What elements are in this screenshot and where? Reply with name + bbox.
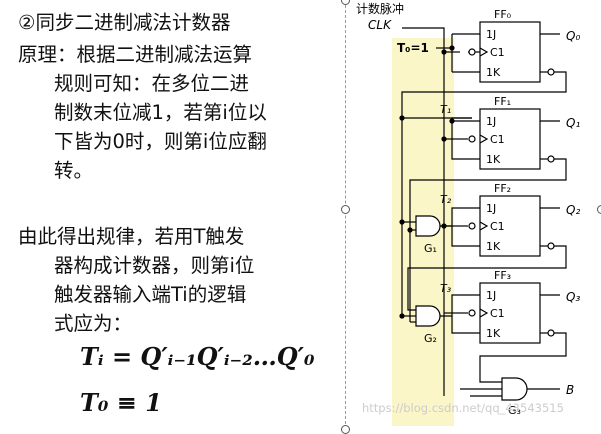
q1-not-feedback-wire — [407, 158, 567, 323]
ff2-label: FF₂ — [494, 182, 511, 195]
principle-paragraph: 原理：根据二进制减法运算 规则可知：在多位二进 制数末位减1，若第i位以 下皆为… — [18, 40, 318, 185]
ff3-pin-c: C1 — [490, 307, 505, 320]
resize-handle-right[interactable] — [597, 205, 601, 214]
q3-label: Q₃ — [566, 290, 580, 304]
principle-line-2: 规则可知：在多位二进 — [54, 72, 250, 95]
ff2-pin-c: C1 — [490, 220, 505, 233]
resize-handle-middle[interactable] — [341, 205, 350, 214]
section-title: ②同步二进制减法计数器 — [18, 11, 231, 34]
flip-flop-ff2: FF₂ 1J C1 1K Q₂ — [460, 182, 580, 257]
t0-label: T₀=1 — [397, 41, 429, 55]
rule-line-2: 器构成计数器，则第i位 — [54, 254, 255, 277]
ff0-pin-j: 1J — [486, 28, 496, 41]
ff0-label: FF₀ — [494, 8, 512, 21]
ff2-pin-k: 1K — [486, 240, 501, 253]
t1-label: T₁ — [440, 103, 451, 116]
q2-not-feedback-wire — [407, 245, 567, 311]
watermark: https://blog.csdn.net/qq_43543515 — [362, 401, 564, 415]
rule-line-1: 由此得出规律，若用T触发 — [18, 225, 245, 248]
ff3-pin-j: 1J — [486, 289, 496, 302]
ff3-label: FF₃ — [494, 269, 511, 282]
ff1-label: FF₁ — [494, 95, 511, 108]
formula-ti: Tᵢ = Q′ᵢ₋₁Q′ᵢ₋₂…Q′₀ — [80, 342, 315, 371]
rule-line-3: 触发器输入端Ti的逻辑 — [54, 283, 247, 306]
principle-line-4: 下皆为0时，则第i位应翻 — [54, 130, 267, 153]
g1-label: G₁ — [424, 242, 437, 255]
ff1-pin-j: 1J — [486, 115, 496, 128]
t1-wire: T₁ — [440, 103, 480, 160]
ff0-pin-c: C1 — [490, 46, 505, 59]
slide-boundary — [345, 0, 346, 429]
principle-line-5: 转。 — [54, 159, 94, 182]
t0-wire — [436, 33, 480, 73]
principle-line-3: 制数末位减1，若第i位以 — [54, 101, 267, 124]
t2-label: T₂ — [440, 193, 452, 206]
t3-label: T₃ — [440, 282, 452, 295]
counter-circuit-diagram: 计数脉冲 CLK T₀=1 FF₀ 1J C1 1K Q₀ FF₁ — [356, 1, 580, 426]
clock-label: CLK — [368, 18, 392, 32]
rule-paragraph: 由此得出规律，若用T触发 器构成计数器，则第i位 触发器输入端Ti的逻辑 式应为… — [18, 222, 318, 338]
ff1-pin-k: 1K — [486, 153, 501, 166]
and-gate-g2: G₂ T₃ — [415, 282, 480, 345]
ff1-pin-c: C1 — [490, 133, 505, 146]
flip-flop-ff1: FF₁ 1J C1 1K Q₁ — [460, 95, 580, 170]
text-panel: ②同步二进制减法计数器 原理：根据二进制减法运算 规则可知：在多位二进 制数末位… — [18, 11, 318, 417]
flip-flop-ff3: FF₃ 1J C1 1K Q₃ — [460, 269, 580, 344]
rule-line-4: 式应为： — [54, 312, 133, 335]
resize-handle-top[interactable] — [341, 0, 350, 5]
q1-label: Q₁ — [566, 116, 580, 130]
g2-label: G₂ — [424, 332, 437, 345]
ff0-pin-k: 1K — [486, 66, 501, 79]
formula-t0: T₀ ≡ 1 — [80, 388, 162, 417]
g3-label: G₃ — [508, 404, 521, 417]
q2-label: Q₂ — [566, 203, 580, 217]
clock-title: 计数脉冲 — [356, 1, 404, 16]
ff3-pin-k: 1K — [486, 327, 501, 340]
output-b-label: B — [566, 383, 574, 397]
flip-flop-ff0: FF₀ 1J C1 1K Q₀ — [468, 8, 580, 83]
q0-label: Q₀ — [566, 29, 580, 43]
ff2-pin-j: 1J — [486, 202, 496, 215]
and-gate-g3: G₃ B — [460, 332, 574, 417]
principle-line-1: 原理：根据二进制减法运算 — [18, 43, 253, 66]
and-gate-g1: G₁ T₂ — [415, 193, 480, 255]
